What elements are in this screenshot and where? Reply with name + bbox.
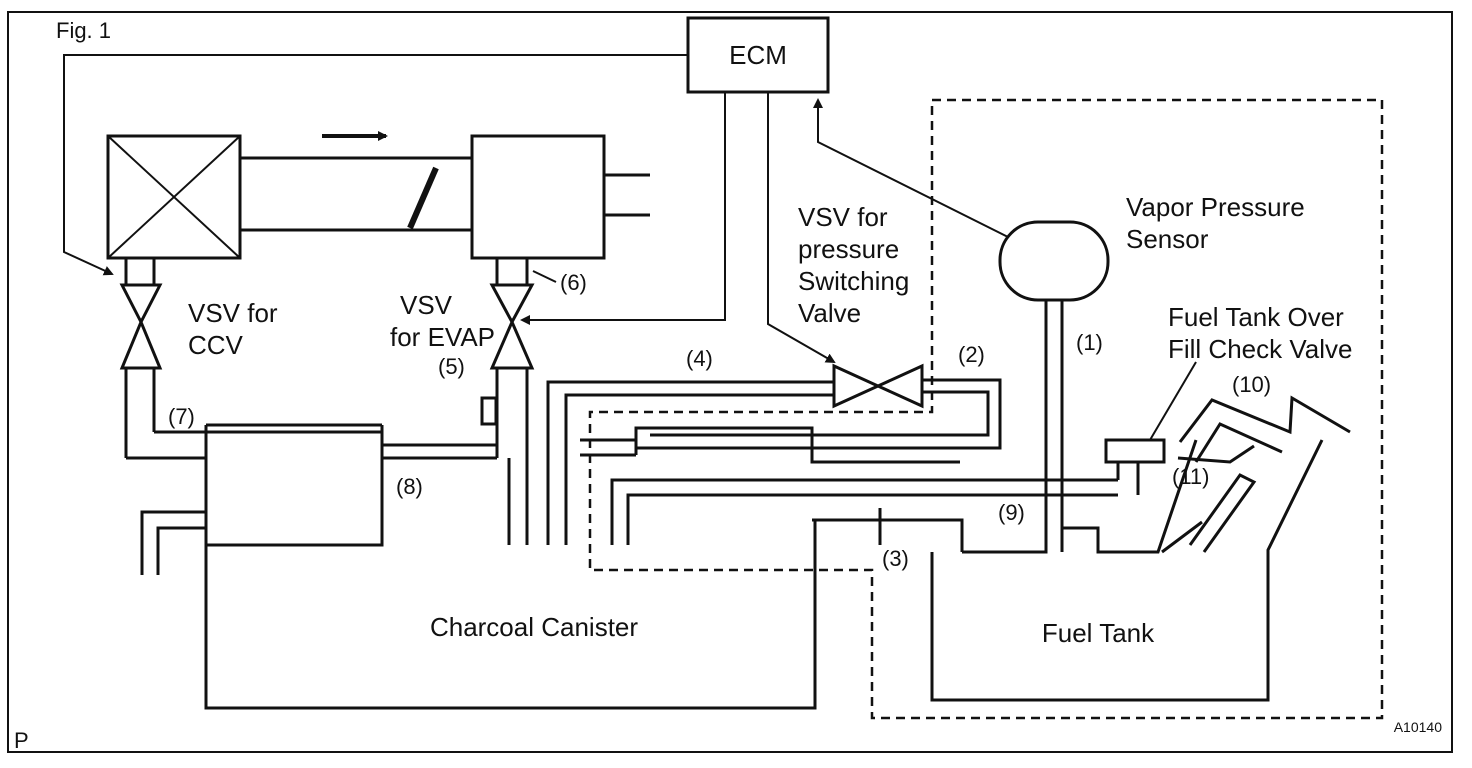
vsv-psv-label-4: Valve [798, 298, 861, 328]
corner-mark: P [14, 728, 29, 753]
callout-4: (4) [686, 346, 713, 371]
vsv-psv-label-2: pressure [798, 234, 899, 264]
filler-neck [1178, 395, 1351, 443]
ecm-label: ECM [729, 40, 787, 70]
ecm-to-evap-signal-line [520, 92, 726, 325]
tank-assembly-dashed-boundary [588, 98, 1384, 720]
vsv-ccv-label-2: CCV [188, 330, 244, 360]
vsv-evap-valve [489, 283, 535, 370]
evap-port-cap [480, 396, 498, 426]
fuel-tank [930, 439, 1324, 702]
figure-code: A10140 [1394, 719, 1442, 735]
charcoal-canister [204, 432, 817, 710]
callout-6: (6) [560, 270, 587, 295]
figure-label: Fig. 1 [56, 18, 111, 43]
callout-1: (1) [1076, 330, 1103, 355]
vsv-ccv-valve [119, 283, 163, 370]
callout-5: (5) [438, 354, 465, 379]
vsv-ccv-label-1: VSV for [188, 298, 278, 328]
callout-10: (10) [1232, 372, 1271, 397]
canister-label: Charcoal Canister [430, 612, 638, 642]
fill-check-valve [1104, 438, 1166, 464]
check-valve-label-1: Fuel Tank Over [1168, 302, 1344, 332]
ecm-to-ccv-signal-line [63, 54, 688, 276]
vsv-evap-label-2: for EVAP [390, 322, 495, 352]
figure-frame [7, 11, 1453, 753]
sensor-to-ecm-signal-line [813, 98, 1011, 239]
callout-11: (11) [1172, 464, 1210, 489]
callout-2: (2) [958, 342, 985, 367]
fuel-tank-label: Fuel Tank [1042, 618, 1155, 648]
vapor-pressure-sensor [998, 220, 1110, 302]
ecm-to-psv-signal-line [767, 92, 836, 363]
check-valve-label-2: Fill Check Valve [1168, 334, 1352, 364]
vsv-psv-label-3: Switching [798, 266, 909, 296]
callout-8: (8) [396, 474, 423, 499]
throttle-valve [407, 166, 439, 230]
intake-manifold [470, 134, 606, 260]
callout-7: (7) [168, 404, 195, 429]
vsv-psv-label-1: VSV for [798, 202, 888, 232]
callout-9: (9) [998, 500, 1025, 525]
vapor-sensor-label-1: Vapor Pressure [1126, 192, 1305, 222]
callout-3: (3) [882, 546, 909, 571]
vapor-sensor-label-2: Sensor [1126, 224, 1209, 254]
vsv-evap-label-1: VSV [400, 290, 453, 320]
pressure-switching-valve [832, 363, 924, 409]
